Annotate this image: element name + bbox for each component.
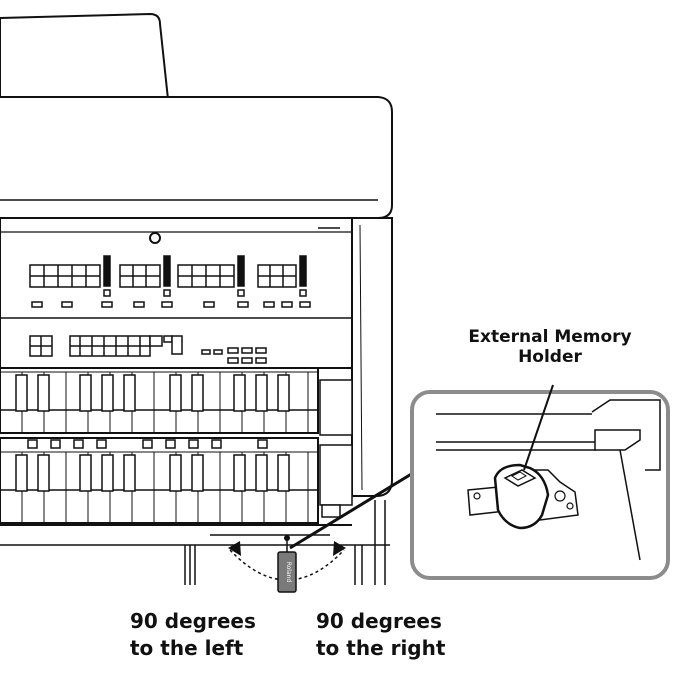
control-panel — [0, 217, 353, 369]
callout-label-line1: External Memory — [468, 327, 631, 347]
lower-keyboard — [0, 379, 353, 524]
usb-stick — [277, 551, 297, 593]
right-rotation-label-line2: to the right — [316, 636, 446, 660]
memory-holder — [467, 463, 579, 530]
cabinet-base — [0, 500, 390, 585]
panel-knob — [149, 232, 161, 244]
right-rotation-label-line1: 90 degrees — [316, 609, 442, 633]
organ-lid — [0, 96, 393, 219]
callout-connector — [289, 468, 419, 550]
external-memory-device: Roland — [228, 535, 346, 593]
left-rotation-label-line1: 90 degrees — [130, 609, 256, 633]
device-brand-label: Roland — [285, 562, 292, 583]
tone-button-group — [257, 255, 311, 308]
panel-buttons-row — [29, 335, 267, 364]
black-keys — [15, 374, 290, 412]
tone-button-group — [119, 255, 173, 308]
tone-button-group — [29, 255, 113, 308]
tone-button-group — [177, 255, 249, 308]
callout-label-line2: Holder — [518, 347, 582, 367]
left-rotation-label-line2: to the left — [130, 636, 244, 660]
callout-inset — [410, 384, 670, 580]
lower-tone-buttons — [27, 439, 268, 449]
right-arrow-icon — [333, 541, 346, 556]
cabinet-side — [351, 217, 393, 497]
holder-pointer — [523, 384, 554, 471]
black-keys — [15, 454, 290, 492]
left-arrow-icon — [228, 541, 241, 556]
upper-keyboard — [0, 367, 319, 434]
